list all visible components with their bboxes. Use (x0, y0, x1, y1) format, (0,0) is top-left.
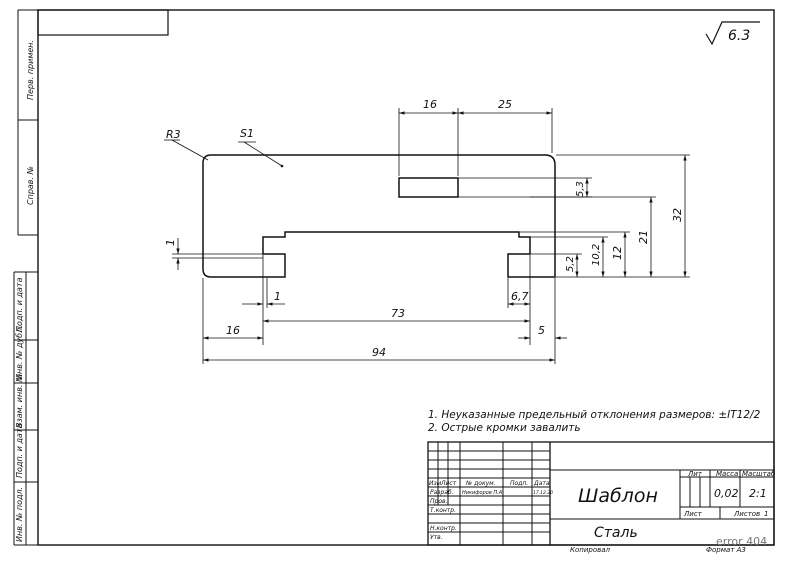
tb-sheet: Лист (683, 510, 703, 518)
tb-izm: Изм (429, 480, 442, 487)
side-label-5: Взам. инв. № (15, 374, 24, 428)
radius-label: R3 (166, 128, 181, 141)
dim-32: 32 (671, 208, 684, 222)
tb-mass: Масса (716, 470, 738, 478)
dim-5-3: 5,3 (575, 181, 586, 197)
mass-value: 0,02 (714, 487, 739, 500)
side-stamp (13, 9, 38, 546)
tb-sheets: Листов (733, 510, 760, 518)
tb-tkontr: Т.контр. (430, 507, 456, 514)
tb-sign: Подп. (510, 480, 528, 487)
material: Сталь (594, 525, 638, 541)
tb-date: Дата (533, 480, 550, 487)
dim-10-2: 10,2 (591, 244, 602, 266)
dim-top-16: 16 (423, 98, 437, 111)
thickness-leader (243, 141, 283, 167)
format-label: Формат А3 (706, 546, 746, 554)
tb-list: Лист (440, 480, 457, 487)
note-1: 1. Неуказанные предельный отклонения раз… (428, 409, 761, 421)
dim-5: 5 (538, 324, 545, 337)
scale-value: 2:1 (749, 487, 767, 500)
dim-left-1: 1 (164, 239, 177, 246)
side-label-3: Подп. и дата (15, 277, 24, 332)
tb-lit: Лит (687, 470, 703, 478)
sheets-value: 1 (764, 510, 768, 518)
roughness-value: 6.3 (728, 28, 750, 44)
dim-16: 16 (226, 324, 240, 337)
tb-nkontr: Н.контр. (430, 525, 457, 532)
dim-12: 12 (611, 246, 624, 260)
tb-developer: Никифоров П.А. (462, 490, 504, 496)
dim-top-25: 25 (498, 98, 512, 111)
thickness-label: S1 (240, 127, 254, 140)
tb-date-value: 17.12.20 (533, 490, 553, 496)
watermark: error 404 (716, 535, 767, 548)
tb-scale: Масштаб (742, 470, 776, 478)
title-block (427, 441, 775, 546)
top-left-box (37, 9, 169, 36)
tb-razrab: Разраб. (430, 489, 454, 496)
dim-bottom-1: 1 (274, 290, 281, 303)
tb-doc: № докум. (465, 480, 496, 487)
part-name: Шаблон (578, 485, 658, 507)
radius-leader (171, 139, 209, 161)
dim-73: 73 (391, 307, 405, 320)
note-2: 2. Острые кромки завалить (428, 422, 581, 434)
window-slot (398, 177, 459, 198)
side-label-6: Подп. и дата (15, 423, 24, 478)
side-label-4: Инв. № дубл. (15, 325, 24, 380)
side-label-1: Перв. примен. (26, 40, 35, 100)
dim-94: 94 (372, 346, 386, 359)
side-label-7: Инв. № подл. (15, 487, 24, 542)
tb-prov: Пров. (430, 498, 448, 505)
copied-label: Копировал (570, 546, 611, 554)
roughness-symbol (705, 21, 760, 46)
dim-5-2: 5,2 (565, 256, 576, 272)
side-label-2: Справ. № (26, 166, 35, 205)
dim-21: 21 (637, 230, 650, 244)
dim-6-7: 6,7 (511, 290, 529, 303)
sheet-frame (37, 9, 775, 546)
tb-utv: Утв. (430, 534, 443, 541)
part-outline (202, 154, 556, 278)
